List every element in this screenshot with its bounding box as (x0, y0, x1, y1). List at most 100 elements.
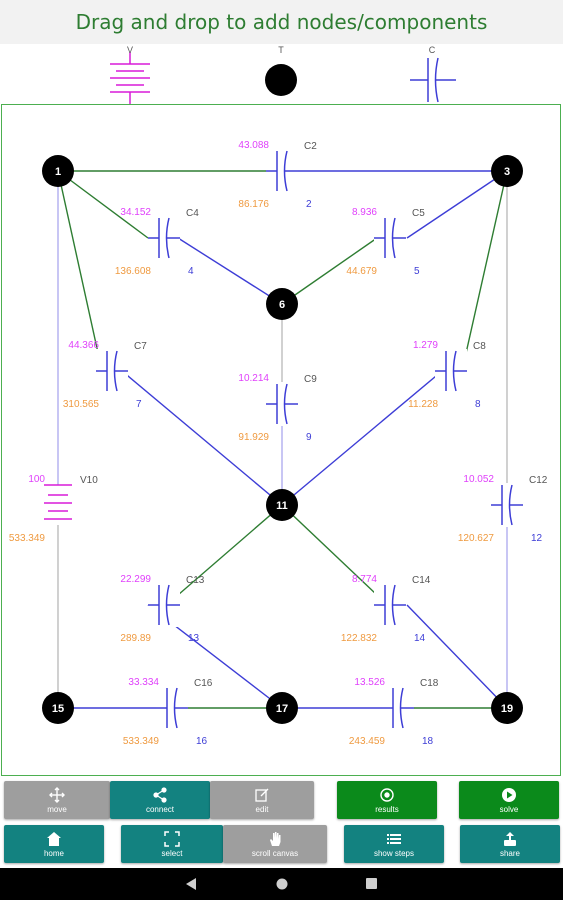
component-bottom-value: 11.228 (408, 399, 438, 410)
target-icon (380, 787, 394, 802)
capacitor-symbol (148, 583, 180, 627)
component-name: C4 (186, 208, 199, 219)
capacitor-symbol (96, 349, 128, 393)
palette-node[interactable]: T (251, 44, 311, 104)
node-15[interactable]: 15 (42, 692, 74, 724)
node-label: 11 (276, 500, 288, 512)
move-arrows-icon (49, 786, 65, 803)
wire[interactable] (461, 170, 508, 372)
component-name: C16 (194, 678, 213, 689)
recents-icon[interactable] (366, 878, 377, 889)
component-index: 9 (306, 432, 312, 443)
edit-label: edit (255, 804, 269, 814)
component-bottom-value: 86.176 (238, 199, 269, 210)
palette-battery[interactable]: V (100, 44, 160, 104)
component-bottom-value: 120.627 (458, 533, 495, 544)
wire[interactable] (281, 504, 378, 596)
component-name: C18 (420, 678, 439, 689)
component-c2[interactable]: 43.088 C2 86.176 2 (238, 140, 317, 210)
component-bottom-value: 533.349 (9, 533, 46, 544)
wire[interactable] (121, 370, 283, 506)
hand-icon (270, 831, 281, 846)
home-button[interactable]: home (4, 825, 104, 863)
component-top-value: 100 (28, 474, 45, 485)
home-label: home (43, 848, 64, 858)
node-label: 6 (279, 299, 285, 311)
select-button[interactable]: select (121, 825, 223, 863)
edit-icon (255, 788, 269, 802)
show-steps-label: show steps (373, 848, 415, 858)
node-19[interactable]: 19 (491, 692, 523, 724)
component-index: 7 (136, 399, 142, 410)
component-index: 5 (414, 266, 420, 277)
wire[interactable] (57, 170, 149, 239)
component-top-value: 34.152 (120, 207, 151, 218)
capacitor-symbol (382, 686, 414, 730)
capacitor-symbol (374, 216, 406, 260)
move-label: move (47, 804, 67, 814)
node-3[interactable]: 3 (491, 155, 523, 187)
node-icon (265, 64, 297, 96)
solve-label: solve (499, 804, 519, 814)
select-corners-icon (164, 830, 180, 847)
scroll-canvas-label: scroll canvas (251, 848, 299, 858)
component-name: C8 (473, 341, 486, 352)
instruction-text: Drag and drop to add nodes/components (75, 10, 488, 34)
palette-capacitor[interactable]: C (402, 44, 462, 104)
component-name: C9 (304, 374, 317, 385)
results-button[interactable]: results (337, 781, 437, 819)
component-top-value: 10.052 (463, 474, 494, 485)
capacitor-symbol (491, 483, 523, 527)
component-index: 4 (188, 266, 194, 277)
component-index: 8 (475, 399, 481, 410)
share-upload-icon (504, 831, 516, 846)
move-button[interactable]: move (4, 781, 110, 819)
component-index: 16 (196, 736, 208, 747)
wire[interactable] (406, 170, 508, 239)
solve-button[interactable]: solve (459, 781, 559, 819)
show-steps-button[interactable]: show steps (344, 825, 444, 863)
connect-button[interactable]: connect (110, 781, 210, 819)
home-circle-icon[interactable] (276, 878, 288, 890)
component-bottom-value: 310.565 (63, 399, 100, 410)
wire[interactable] (177, 504, 283, 596)
component-name: C13 (186, 575, 205, 586)
wire[interactable] (281, 370, 443, 506)
wires (57, 170, 508, 709)
component-name: C2 (304, 141, 317, 152)
share-button[interactable]: share (460, 825, 560, 863)
edit-button[interactable]: edit (210, 781, 314, 819)
node-6[interactable]: 6 (266, 288, 298, 320)
back-icon[interactable] (186, 878, 196, 890)
component-name: C14 (412, 575, 431, 586)
wire[interactable] (57, 170, 103, 372)
wire[interactable] (281, 237, 378, 305)
component-top-value: 43.088 (238, 140, 269, 151)
wire[interactable] (406, 604, 508, 709)
palette-capacitor-label: C (428, 45, 436, 55)
component-bottom-value: 289.89 (120, 633, 151, 644)
component-index: 2 (306, 199, 312, 210)
component-index: 18 (422, 736, 434, 747)
node-17[interactable]: 17 (266, 692, 298, 724)
component-top-value: 8.774 (352, 574, 377, 585)
wire[interactable] (177, 237, 283, 305)
capacitor-symbol (374, 583, 406, 627)
node-11[interactable]: 11 (266, 489, 298, 521)
node-1[interactable]: 1 (42, 155, 74, 187)
scroll-canvas-button[interactable]: scroll canvas (223, 825, 327, 863)
component-index: 13 (188, 633, 200, 644)
